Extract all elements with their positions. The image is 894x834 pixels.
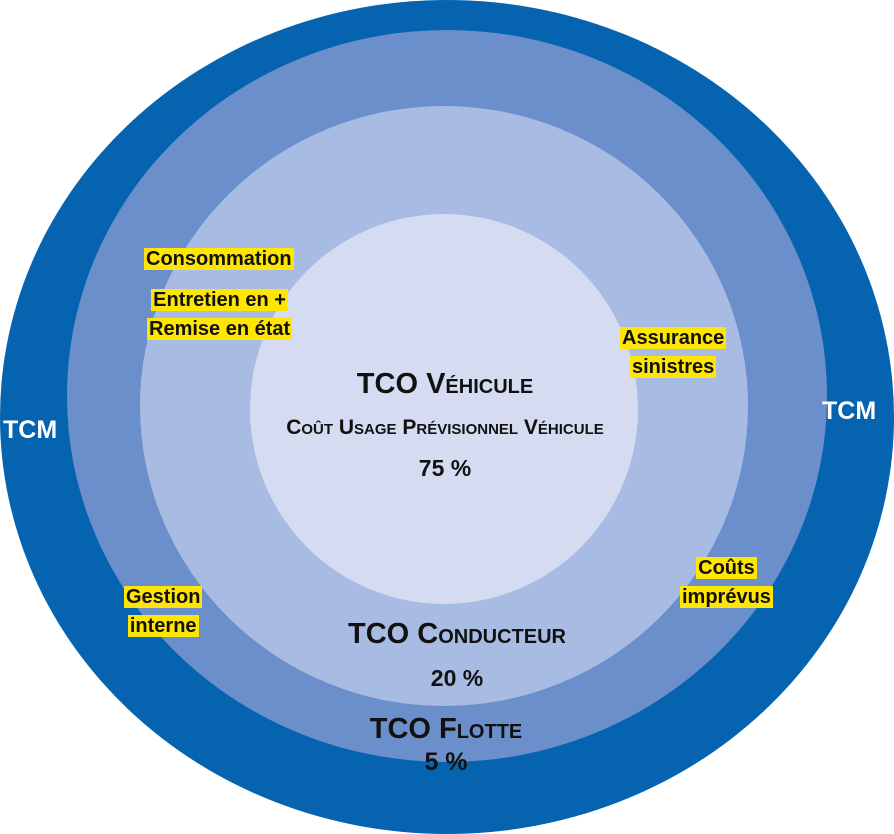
- tco-flotte-percent: 5 %: [424, 748, 468, 776]
- label-entretien-line2: Remise en état: [147, 318, 293, 340]
- label-assurance-line2: sinistres: [630, 356, 717, 378]
- label-entretien-line1: Entretien en +: [151, 289, 288, 311]
- label-consommation-text: Consommation: [144, 248, 294, 270]
- label-couts-line2: imprévus: [680, 586, 773, 608]
- label-gestion-interne: Gestion interne: [124, 583, 203, 641]
- label-assurance-line1: Assurance: [620, 327, 727, 349]
- tco-conducteur-title: TCO Conducteur: [348, 618, 566, 650]
- tcm-label-right: TCM: [822, 397, 877, 425]
- tco-vehicule-subtitle: Coût Usage Prévisionnel Véhicule: [286, 416, 604, 439]
- label-gestion-line2: interne: [127, 615, 199, 637]
- ring-tco-vehicule: [250, 214, 638, 604]
- label-gestion-line1: Gestion: [124, 586, 203, 608]
- label-assurance: Assurance sinistres: [620, 324, 727, 382]
- label-entretien: Entretien en + Remise en état: [147, 286, 293, 344]
- tco-vehicule-title: TCO Véhicule: [356, 368, 534, 400]
- tco-vehicule-percent: 75 %: [418, 455, 472, 481]
- tcm-label-left: TCM: [3, 416, 58, 444]
- label-couts-line1: Coûts: [696, 557, 757, 579]
- tco-conducteur-percent: 20 %: [430, 665, 484, 691]
- label-consommation: Consommation: [144, 245, 294, 274]
- label-couts-imprevus: Coûts imprévus: [680, 554, 773, 612]
- tco-flotte-title: TCO Flotte: [369, 713, 523, 745]
